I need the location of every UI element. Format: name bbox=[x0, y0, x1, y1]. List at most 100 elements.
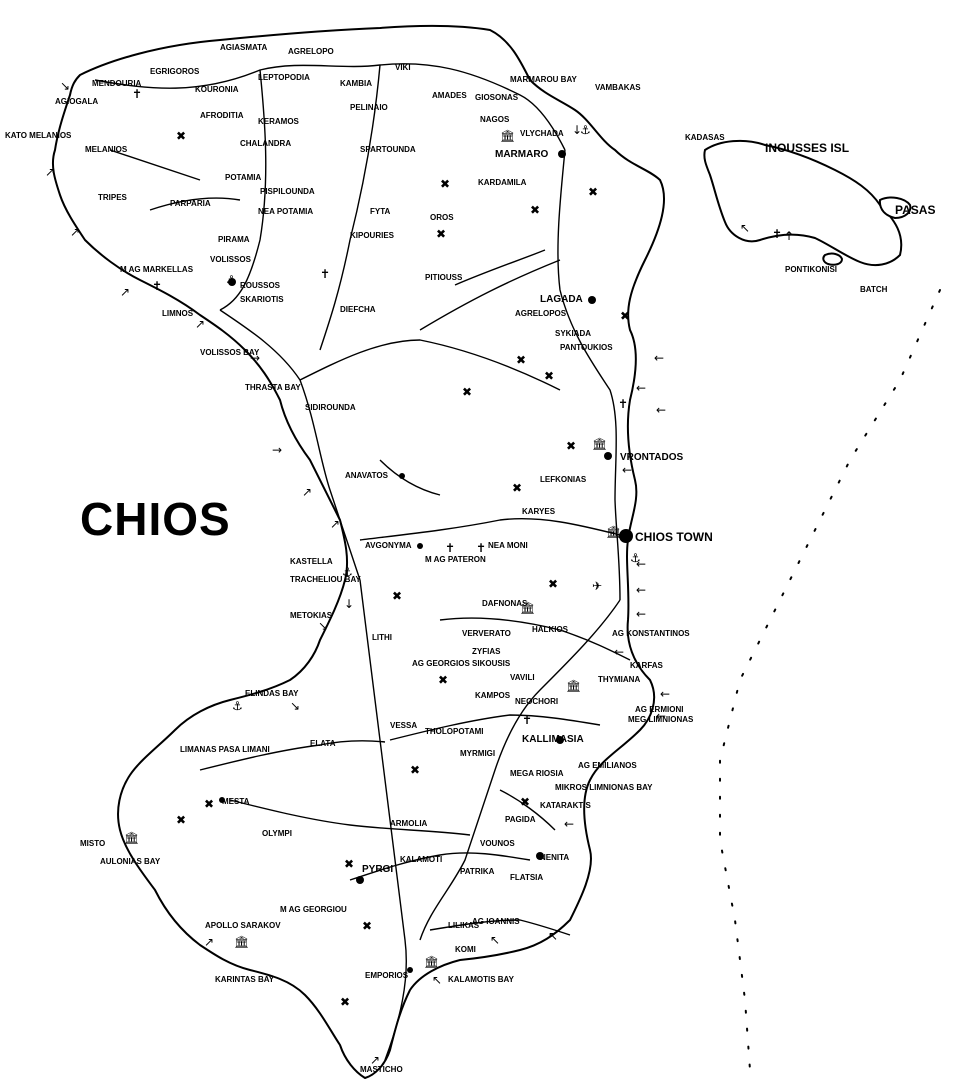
label-olympi: OLYMPI bbox=[262, 829, 292, 838]
label-kouronia: KOURONIA bbox=[195, 85, 239, 94]
arrow-icon: ↘ bbox=[290, 699, 300, 713]
arrow-icon: ↖ bbox=[490, 933, 500, 947]
label-elata: ELATA bbox=[310, 739, 336, 748]
label-myrmigi: MYRMIGI bbox=[460, 749, 495, 758]
label-elindas-bay: ELINDAS BAY bbox=[245, 689, 299, 698]
label-thymiana: THYMIANA bbox=[598, 675, 640, 684]
label-pispilounda: PISPILOUNDA bbox=[260, 187, 315, 196]
label-pitiouss: PITIOUSS bbox=[425, 273, 463, 282]
chios-island-outline bbox=[51, 24, 666, 1079]
label-kalamoti: KALAMOTI bbox=[400, 855, 442, 864]
label-fyta: FYTA bbox=[370, 207, 391, 216]
label-chios-town: CHIOS TOWN bbox=[635, 530, 713, 544]
label-ververato: VERVERATO bbox=[462, 629, 511, 638]
arrow-icon: ← bbox=[654, 351, 664, 365]
label-m-ag-pateron: M AG PATERON bbox=[425, 555, 486, 564]
arrow-icon: ← bbox=[636, 607, 646, 621]
castle-icon: ✖ bbox=[204, 797, 214, 811]
label-aulonias-bay: AULONIAS BAY bbox=[100, 857, 161, 866]
church-icon: ✝ bbox=[522, 713, 532, 727]
label-diefcha: DIEFCHA bbox=[340, 305, 376, 314]
label-nagos: NAGOS bbox=[480, 115, 510, 124]
label-agiasmata: AGIASMATA bbox=[220, 43, 267, 52]
map-title: CHIOS bbox=[80, 493, 231, 545]
arrow-icon: ← bbox=[636, 583, 646, 597]
arrow-icon: ↗ bbox=[45, 165, 55, 179]
kalimasia-marker bbox=[556, 736, 564, 744]
arrow-icon: ↖ bbox=[740, 221, 750, 235]
castle-icon: ✖ bbox=[340, 995, 350, 1009]
castle-icon: ✖ bbox=[530, 203, 540, 217]
label-lefkonias: LEFKONIAS bbox=[540, 475, 587, 484]
label-kipouries: KIPOURIES bbox=[350, 231, 395, 240]
label-armolia: ARMOLIA bbox=[390, 819, 428, 828]
monastery-icon: 🏛 bbox=[520, 601, 535, 615]
label-m-ag-georgiou: M AG GEORGIOU bbox=[280, 905, 347, 914]
monastery-icon: 🏛 bbox=[592, 437, 607, 451]
label-pantoukios: PANTOUKIOS bbox=[560, 343, 613, 352]
arrow-icon: ↓ bbox=[572, 123, 582, 137]
church-icon: ✝ bbox=[772, 227, 782, 241]
label-pasas: PASAS bbox=[895, 203, 935, 217]
castle-icon: ✖ bbox=[588, 185, 598, 199]
label-halkios: HALKIOS bbox=[532, 625, 569, 634]
monastery-icon: 🏛 bbox=[424, 955, 439, 969]
label-vambakas: VAMBAKAS bbox=[595, 83, 641, 92]
label-skariotis: SKARIOTIS bbox=[240, 295, 284, 304]
label-karfas: KARFAS bbox=[630, 661, 664, 670]
label-anavatos: ANAVATOS bbox=[345, 471, 389, 480]
emporios-marker bbox=[407, 967, 413, 973]
label-misto: MISTO bbox=[80, 839, 105, 848]
label-neochori: NEOCHORI bbox=[515, 697, 558, 706]
castle-icon: ✖ bbox=[516, 353, 526, 367]
oinousses-island-outline bbox=[703, 139, 903, 267]
lagada-marker bbox=[588, 296, 596, 304]
arrow-icon: ← bbox=[564, 817, 574, 831]
label-batch: BATCH bbox=[860, 285, 888, 294]
label-karintas-bay: KARINTAS BAY bbox=[215, 975, 275, 984]
label-lagada: LAGADA bbox=[540, 294, 583, 305]
arrow-icon: ↗ bbox=[302, 485, 312, 499]
label-amades: AMADES bbox=[432, 91, 467, 100]
label-potamia: POTAMIA bbox=[225, 173, 262, 182]
label-marmaro: MARMARO bbox=[495, 149, 549, 160]
chios-town-marker bbox=[619, 529, 633, 543]
church-icon: ✝ bbox=[320, 267, 330, 281]
monastery-icon: 🏛 bbox=[566, 679, 581, 693]
arrow-icon: ← bbox=[622, 463, 632, 477]
label-chalandra: CHALANDRA bbox=[240, 139, 291, 148]
arrow-icon: ↗ bbox=[204, 935, 214, 949]
label-vlychada: VLYCHADA bbox=[520, 129, 564, 138]
label-sidirounda: SIDIROUNDA bbox=[305, 403, 356, 412]
castle-icon: ✖ bbox=[620, 309, 630, 323]
label-nea-moni: NEA MONI bbox=[488, 541, 528, 550]
pasas-islet bbox=[878, 196, 912, 220]
label-parparia: PARPARIA bbox=[170, 199, 211, 208]
castle-icon: ✖ bbox=[410, 763, 420, 777]
label-roussos: ROUSSOS bbox=[240, 281, 281, 290]
arrow-icon: → bbox=[272, 443, 282, 457]
label-kato-melanios: KATO MELANIOS bbox=[5, 131, 72, 140]
label-ag-emilianos: AG EMILIANOS bbox=[578, 761, 637, 770]
label-pelinaio: PELINAIO bbox=[350, 103, 388, 112]
label-volissos: VOLISSOS bbox=[210, 255, 252, 264]
label-patrika: PATRIKA bbox=[460, 867, 495, 876]
label-tracheliou-bay: TRACHELIOU BAY bbox=[290, 575, 361, 584]
label-mikros-limnionas: MIKROS LIMNIONAS BAY bbox=[555, 783, 653, 792]
arrow-icon: ← bbox=[636, 381, 646, 395]
label-zyfias: ZYFIAS bbox=[472, 647, 501, 656]
anchor-icon: ⚓ bbox=[580, 123, 591, 137]
label-ag-georgios-sikousis: AG GEORGIOS SIKOUSIS bbox=[412, 659, 511, 668]
castle-icon: ✖ bbox=[548, 577, 558, 591]
arrow-icon: ← bbox=[660, 687, 670, 701]
label-vounos: VOUNOS bbox=[480, 839, 515, 848]
label-mega-riosia: MEGA RIOSIA bbox=[510, 769, 564, 778]
label-apollo: APOLLO SARAKOV bbox=[205, 921, 281, 930]
castle-icon: ✖ bbox=[392, 589, 402, 603]
church-icon: ✝ bbox=[152, 279, 162, 293]
arrow-icon: ↓ bbox=[344, 597, 354, 611]
label-giosonas: GIOSONAS bbox=[475, 93, 519, 102]
label-melanios: MELANIOS bbox=[85, 145, 128, 154]
monastery-icon: 🏛 bbox=[500, 129, 515, 143]
